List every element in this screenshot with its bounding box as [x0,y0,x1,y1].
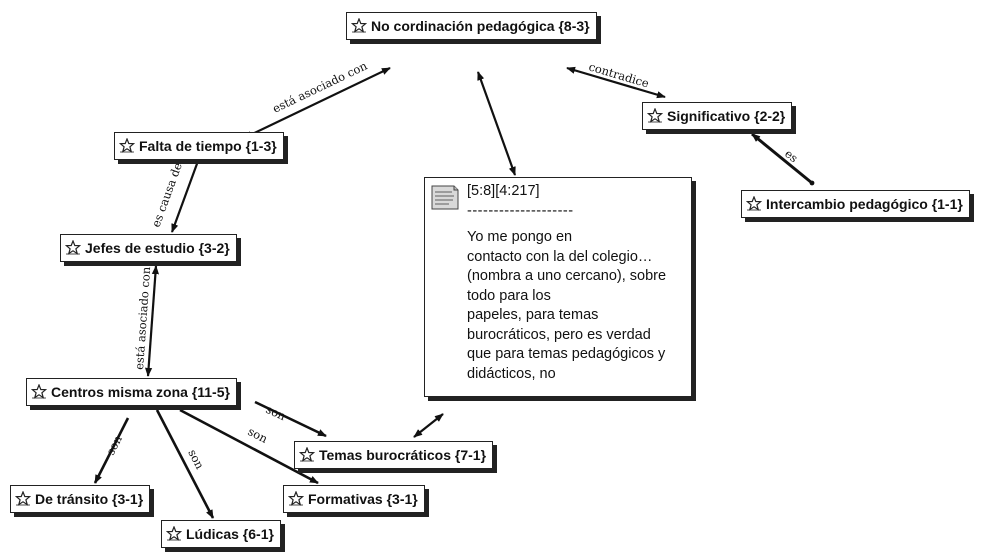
memo-line: (nombra a uno cercano), sobre [467,268,667,284]
code-star-icon [166,526,182,541]
code-star-icon [65,240,81,255]
edge-centros-temas [254,400,327,438]
label-es-causa-de: es causa de [149,160,185,229]
memo-line: didácticos, no [467,365,556,382]
node-centros-misma-zona[interactable]: Centros misma zona {11-5} [26,378,237,406]
edge-no-coordinacion-significativo [566,66,666,99]
node-label: Centros misma zona {11-5} [51,384,230,400]
code-star-icon [15,491,31,506]
memo-separator: -------------------- [467,203,574,219]
memo-line: todo para los [467,287,551,304]
memo-line: que para temas pedagógicos y [467,346,666,362]
edge-falta-no-coordinacion [243,67,391,139]
node-temas-burocraticos[interactable]: Temas burocráticos {7-1} [294,441,494,469]
code-star-icon [746,196,762,211]
code-star-icon [647,108,663,123]
label-son-transito: son [103,432,125,457]
node-formativas[interactable]: Formativas {3-1} [283,485,425,513]
edge-centros-transito [93,417,130,484]
memo-line: papeles, para temas [467,307,599,323]
edge-intercambio-significativo [751,132,815,186]
node-label: No cordinación pedagógica {8-3} [371,18,590,34]
memo-note-icon [431,185,459,210]
label-son-formativas: son [246,424,271,446]
node-intercambio-pedagogico[interactable]: Intercambio pedagógico {1-1} [741,190,970,218]
quotation-memo[interactable]: [5:8][4:217] -------------------- Yo me … [424,177,692,397]
code-star-icon [288,491,304,506]
node-label: Falta de tiempo {1-3} [139,138,277,154]
edge-centros-formativas [179,408,319,485]
node-significativo[interactable]: Significativo {2-2} [642,102,793,130]
node-label: Intercambio pedagógico {1-1} [766,196,963,212]
node-label: De tránsito {3-1} [35,491,144,507]
node-ludicas[interactable]: Lúdicas {6-1} [161,520,281,548]
memo-line: Yo me pongo en [467,229,573,245]
node-label: Significativo {2-2} [667,108,786,124]
code-star-icon [299,447,315,462]
edge-no-coordinacion-memo [476,71,517,176]
node-label: Jefes de estudio {3-2} [85,240,230,256]
edge-jefes-centros [144,265,160,377]
memo-line: contacto con la del colegio… [467,248,653,265]
edge-falta-jefes [170,160,200,233]
memo-line: burocráticos, pero es verdad [467,326,651,343]
node-de-transito[interactable]: De tránsito {3-1} [10,485,151,513]
node-label: Formativas {3-1} [308,491,418,507]
code-star-icon [119,138,135,153]
node-falta-de-tiempo[interactable]: Falta de tiempo {1-3} [114,132,284,160]
code-star-icon [351,18,367,33]
edge-memo-temas [413,413,444,438]
label-son-temas: son [264,402,289,423]
node-label: Lúdicas {6-1} [186,526,274,542]
label-esta-asociado-con: está asociado con [270,58,370,115]
memo-text: Yo me pongo en contacto con la del coleg… [467,228,666,384]
node-no-coordinacion[interactable]: No cordinación pedagógica {8-3} [346,12,597,40]
node-label: Temas burocráticos {7-1} [319,447,487,463]
label-contradice: contradice [587,59,651,90]
node-jefes-de-estudio[interactable]: Jefes de estudio {3-2} [60,234,237,262]
edge-centros-ludicas [155,409,215,519]
memo-reference: [5:8][4:217] [467,183,540,199]
code-star-icon [31,384,47,399]
